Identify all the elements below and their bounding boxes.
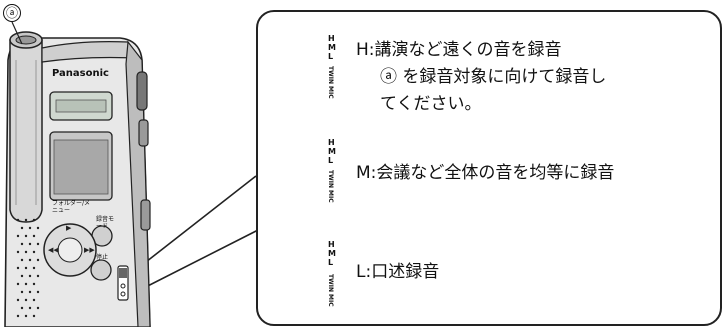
svg-text:▶: ▶ bbox=[66, 224, 72, 232]
callout-pointer-upper bbox=[127, 175, 257, 277]
svg-text:▶▶: ▶▶ bbox=[84, 246, 95, 254]
mode-h-line3: てください。 bbox=[380, 94, 482, 114]
letter-m: M bbox=[328, 249, 336, 258]
stop-label: 停止 bbox=[96, 254, 109, 261]
label-a-marker: ⓐ bbox=[3, 4, 21, 22]
folder-menu-label: フォルダー/メニュー bbox=[52, 200, 91, 214]
letter-h: H bbox=[328, 138, 335, 147]
brand-label: Panasonic bbox=[52, 68, 109, 79]
switch-h-vertical-text: TWIN MIC bbox=[327, 66, 334, 99]
mode-h-line1: H:講演など遠くの音を録音 bbox=[356, 40, 562, 60]
microphone bbox=[9, 39, 43, 223]
letter-m: M bbox=[328, 43, 336, 52]
rec-mode-label: 録音モード bbox=[96, 216, 115, 230]
speaker-grille bbox=[16, 218, 40, 318]
letter-l: L bbox=[328, 258, 334, 267]
letter-l: L bbox=[328, 52, 334, 61]
letter-h: H bbox=[328, 34, 335, 43]
svg-text:◀◀: ◀◀ bbox=[48, 246, 59, 254]
letter-m: M bbox=[328, 147, 336, 156]
mode-m-line1: M:会議など全体の音を均等に録音 bbox=[356, 163, 615, 183]
letter-l: L bbox=[328, 156, 334, 165]
mode-l-line1: L:口述録音 bbox=[356, 262, 440, 282]
stop-button bbox=[90, 259, 112, 281]
mode-h-line2: ⓐ を録音対象に向けて録音し bbox=[380, 67, 607, 87]
letter-h: H bbox=[328, 240, 335, 249]
callout-pointer-lower bbox=[127, 227, 263, 297]
switch-l-vertical-text: TWIN MIC bbox=[327, 274, 334, 307]
switch-m-vertical-text: TWIN MIC bbox=[327, 170, 334, 203]
callout-box bbox=[256, 10, 722, 326]
